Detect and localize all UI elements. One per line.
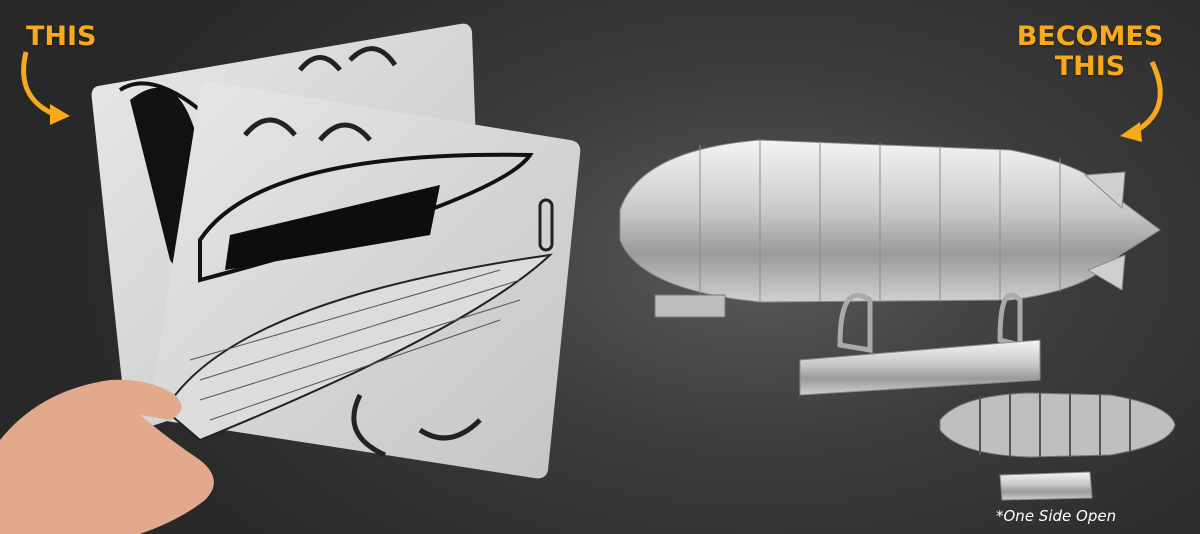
footnote-one-side-open: *One Side Open <box>996 507 1117 525</box>
hand <box>0 379 214 534</box>
metal-sheet-front <box>149 81 581 479</box>
curved-arrow-icon-right <box>1132 60 1163 135</box>
headline-becomes-this: BECOMES THIS <box>1016 22 1164 82</box>
headline-becomes: BECOMES <box>1016 21 1164 52</box>
headline-this: THIS <box>26 21 97 52</box>
zeppelin-model-small-open <box>939 392 1176 501</box>
arrow-head-left <box>50 104 70 125</box>
arrow-head-right <box>1120 122 1142 142</box>
headline-this-right: THIS <box>1054 51 1126 82</box>
zeppelin-model-large <box>619 139 1161 396</box>
